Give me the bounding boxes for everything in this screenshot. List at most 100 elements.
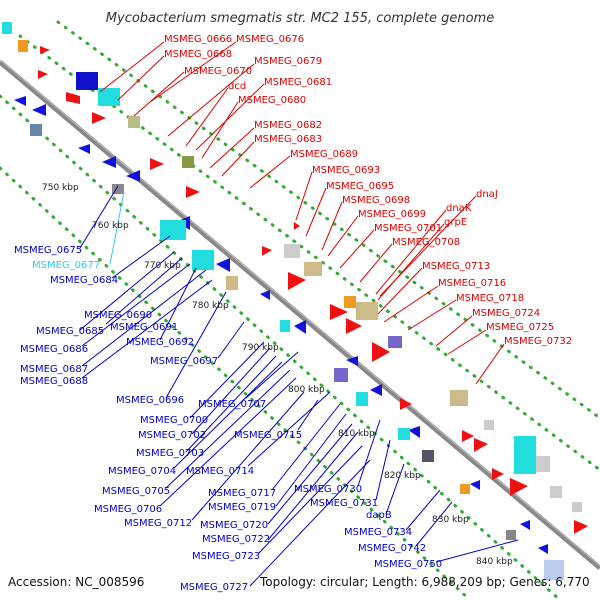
leader-line (195, 83, 265, 151)
leader-line (99, 41, 165, 93)
leader-line (217, 321, 245, 359)
minus-strand-labels: MSMEG_0675 MSMEG_0677 MSMEG_0684 MSMEG_0… (14, 245, 442, 593)
kbp-tick-label: 840 kbp (476, 557, 513, 567)
gene-label: MSMEG_0693 (312, 165, 380, 176)
leader-line (383, 285, 439, 323)
gene-arrow (92, 112, 106, 124)
gene-label: MSMEG_0715 (234, 430, 302, 441)
kbp-tick-label: 760 kbp (92, 221, 129, 231)
gene-label-highlight: MSMEG_0677 (32, 260, 100, 271)
gene-label: MSMEG_0684 (50, 275, 118, 286)
gene-label: MSMEG_0732 (504, 336, 572, 347)
gene-label: MSMEG_0734 (344, 527, 412, 538)
gene-block (460, 484, 470, 494)
leader-line (109, 191, 125, 265)
gene-arrow (510, 478, 528, 496)
leader-line (209, 127, 255, 169)
gene-block (112, 184, 124, 194)
gene-label: MSMEG_0720 (200, 520, 268, 531)
genome-summary-text: Topology: circular; Length: 6,988,209 bp… (259, 575, 590, 589)
leader-line (377, 223, 445, 301)
gene-label: MSMEG_0724 (472, 308, 540, 319)
leader-line (359, 243, 393, 283)
gene-arrow (330, 304, 348, 320)
kbp-ticks: 750 kbp 760 kbp 770 kbp 780 kbp 790 kbp … (42, 183, 513, 567)
gene-block (536, 456, 550, 472)
kbp-tick-label: 810 kbp (338, 429, 375, 439)
leader-line (79, 185, 119, 249)
gene-label: MSMEG_0699 (358, 209, 426, 220)
gene-block (76, 72, 98, 90)
gene-block (192, 250, 214, 270)
leader-line (133, 71, 185, 117)
gene-arrow (538, 544, 548, 554)
gene-label: MSMEG_0727 (180, 582, 248, 593)
inner-guide-line (0, 166, 472, 600)
gene-label: MSMEG_0666 (164, 34, 232, 45)
leader-line (267, 423, 353, 525)
leader-line (81, 279, 213, 379)
plus-strand-leaders (99, 41, 505, 385)
gene-label: MSMEG_0704 (108, 466, 176, 477)
gene-label: MSMEG_0687 (20, 364, 88, 375)
map-title: Mycobacterium smegmatis str. MC2 155, co… (106, 11, 494, 26)
leader-line (111, 235, 171, 279)
gene-label: MSMEG_0679 (254, 56, 322, 67)
leader-line (405, 489, 441, 531)
gene-block (280, 320, 290, 332)
gene-label: MSMEG_0700 (140, 415, 208, 426)
gene-arrow (372, 342, 390, 362)
leader-line (149, 41, 237, 103)
kbp-tick-label: 790 kbp (242, 343, 279, 353)
leader-line (447, 329, 487, 355)
gene-block (388, 336, 402, 348)
gene-label: MSMEG_0714 (186, 466, 254, 477)
leader-line (105, 257, 183, 325)
gene-block (18, 40, 28, 52)
leader-line (407, 299, 457, 331)
gene-label: MSMEG_0707 (198, 399, 266, 410)
gene-arrow (400, 398, 412, 410)
gene-label: MSMEG_0730 (294, 484, 362, 495)
gene-arrow (32, 104, 46, 116)
leader-line (201, 101, 239, 159)
gene-label: MSMEG_0685 (36, 326, 104, 337)
leader-line (385, 463, 405, 515)
gene-label: MSMEG_0696 (116, 395, 184, 406)
gene-label: MSMEG_0719 (208, 502, 276, 513)
gene-label: MSMEG_0713 (422, 261, 490, 272)
kbp-tick-label: 750 kbp (42, 183, 79, 193)
gene-arrow (288, 272, 306, 290)
gene-label: MSMEG_0680 (238, 95, 306, 106)
leader-line (167, 63, 255, 137)
gene-label: MSMEG_0731 (310, 498, 378, 509)
leader-line (267, 431, 359, 541)
gene-label: MSMEG_0716 (438, 278, 506, 289)
gene-arrow (14, 96, 26, 106)
gene-block (484, 420, 494, 430)
gene-arrow (520, 520, 530, 530)
leader-line (191, 347, 271, 435)
leader-line (327, 215, 359, 257)
leader-line (247, 391, 331, 467)
leader-line (159, 267, 197, 341)
gene-label: MSMEG_0708 (392, 237, 460, 248)
minus-strand-features (14, 96, 548, 554)
gene-arrow (102, 156, 116, 168)
outer-guide-line (56, 20, 600, 420)
leader-line (375, 439, 391, 501)
gene-arrow (294, 320, 306, 334)
leader-line (321, 201, 343, 251)
gene-block (226, 276, 238, 290)
plus-strand-features (38, 46, 588, 534)
minus-strand-blocks (30, 124, 564, 580)
genome-backbone (0, 60, 600, 570)
gene-label: MSMEG_0683 (254, 134, 322, 145)
leader-line (435, 315, 473, 347)
leader-line (189, 341, 265, 419)
gene-label: dnaJ (476, 189, 498, 200)
gene-block (160, 220, 186, 240)
leader-line (271, 403, 341, 491)
leader-line (249, 459, 371, 587)
